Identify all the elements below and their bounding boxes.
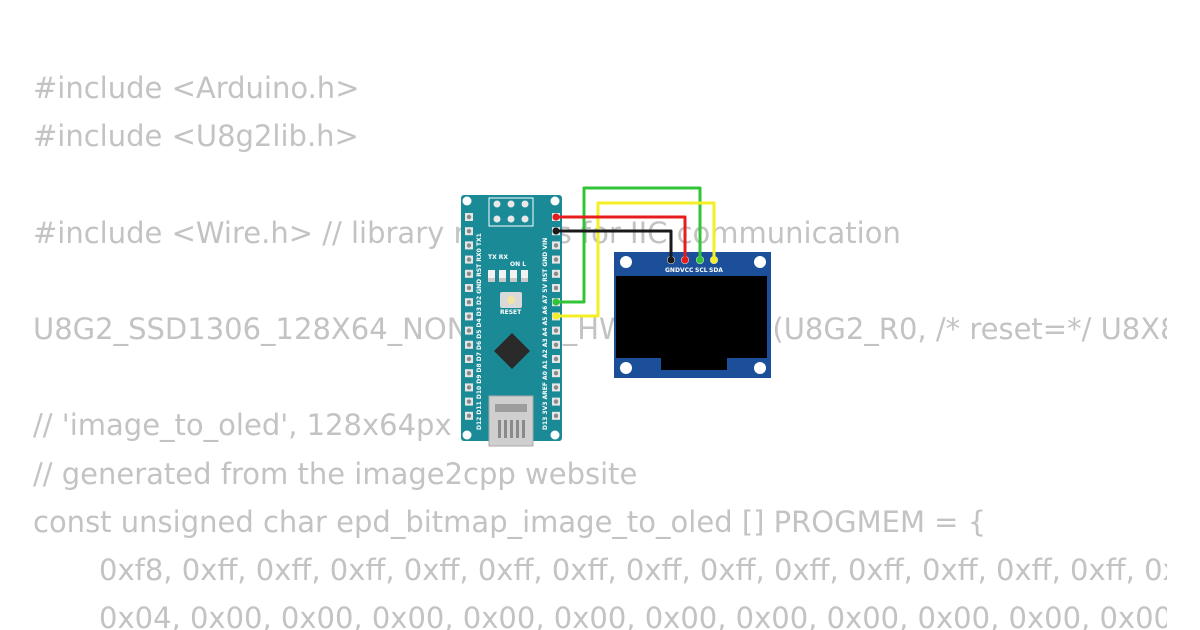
reset-label: RESET bbox=[500, 309, 522, 316]
header-pin-hole bbox=[553, 271, 559, 276]
header-pin-hole bbox=[553, 371, 559, 376]
oled-pin-sda: SDA bbox=[709, 267, 723, 274]
oled-screen bbox=[616, 276, 767, 358]
left-pin-header bbox=[465, 213, 473, 420]
code-line: // 'image_to_oled', 128x64px bbox=[33, 408, 452, 443]
oled-ribbon bbox=[661, 358, 727, 370]
header-pin-hole bbox=[466, 257, 472, 262]
mount-hole-icon bbox=[462, 430, 472, 440]
code-line: // generated from the image2cpp website bbox=[33, 456, 638, 491]
arduino-board bbox=[461, 195, 562, 441]
usb-contacts bbox=[498, 420, 525, 438]
oled-pin-scl: SCL bbox=[695, 267, 708, 274]
header-pin-hole bbox=[466, 271, 472, 276]
header-pin-hole bbox=[466, 285, 472, 291]
tx-rx-label: TX RX bbox=[488, 254, 508, 261]
header-pin-hole bbox=[466, 214, 472, 220]
right-pin-labels: D13 3V3 AREF A0 A1 A2 A3 A4 A5 A6 A7 5V … bbox=[542, 238, 549, 430]
header-pin-hole bbox=[466, 356, 472, 362]
header-pin-hole bbox=[466, 413, 472, 418]
header-pin-hole bbox=[466, 229, 472, 234]
icsp-pins bbox=[493, 200, 529, 223]
wire-scl[interactable] bbox=[554, 186, 702, 304]
oled-display[interactable]: GND VCC SCL SDA bbox=[614, 252, 771, 378]
microcontroller-chip bbox=[494, 333, 530, 369]
wire-endpoints bbox=[552, 213, 718, 320]
header-pin-hole bbox=[466, 243, 472, 248]
header-pin-hole bbox=[553, 356, 559, 362]
usb-port bbox=[495, 404, 527, 412]
code-line: 0xf8, 0xff, 0xff, 0xff, 0xff, 0xff, 0xff… bbox=[99, 552, 1167, 587]
oled-pin-vcc: VCC bbox=[680, 267, 694, 274]
wire-gnd[interactable] bbox=[554, 229, 673, 262]
mount-hole-icon bbox=[462, 196, 472, 206]
header-pin-hole bbox=[553, 385, 559, 390]
code-line: #include <Arduino.h> bbox=[33, 71, 360, 105]
status-leds bbox=[488, 270, 528, 282]
arduino-nano[interactable]: TX RX ON L RESET D12 D11 D10 D9 D8 D7 D6… bbox=[461, 195, 562, 447]
header-pin-hole bbox=[553, 399, 559, 404]
mount-hole-icon bbox=[620, 256, 632, 268]
header-pin-hole bbox=[466, 300, 472, 305]
code-line: #include <U8g2lib.h> bbox=[33, 119, 359, 154]
header-pin-hole bbox=[466, 371, 472, 376]
header-pin-hole bbox=[466, 385, 472, 390]
header-pin-hole bbox=[466, 328, 472, 333]
mount-hole-icon bbox=[754, 362, 766, 374]
wire-vcc[interactable] bbox=[554, 215, 687, 262]
header-pin-hole bbox=[553, 257, 559, 262]
left-pin-labels: D12 D11 D10 D9 D8 D7 D6 D5 D4 D3 D2 GND … bbox=[476, 233, 483, 430]
header-pin-hole bbox=[553, 243, 559, 248]
code-line: const unsigned char epd_bitmap_image_to_… bbox=[33, 504, 987, 539]
header-pin-hole bbox=[553, 328, 559, 333]
wire-sda[interactable] bbox=[554, 201, 716, 318]
header-pin-hole bbox=[553, 342, 559, 347]
icsp-header bbox=[488, 197, 534, 227]
header-pin-hole bbox=[553, 413, 559, 418]
code-line: 0x04, 0x00, 0x00, 0x00, 0x00, 0x00, 0x00… bbox=[99, 601, 1167, 630]
on-l-label: ON L bbox=[510, 261, 526, 268]
mount-hole-icon bbox=[550, 196, 560, 206]
header-pin-hole bbox=[466, 342, 472, 347]
wires[interactable] bbox=[554, 186, 716, 318]
mount-hole-icon bbox=[620, 362, 632, 374]
header-pin-hole bbox=[466, 314, 472, 319]
mount-hole-icon bbox=[754, 256, 766, 268]
mount-hole-icon bbox=[550, 430, 560, 440]
reset-button-cap bbox=[507, 296, 515, 304]
oled-pin-gnd: GND bbox=[665, 267, 680, 274]
header-pin-hole bbox=[466, 399, 472, 404]
header-pin-hole bbox=[553, 285, 559, 291]
